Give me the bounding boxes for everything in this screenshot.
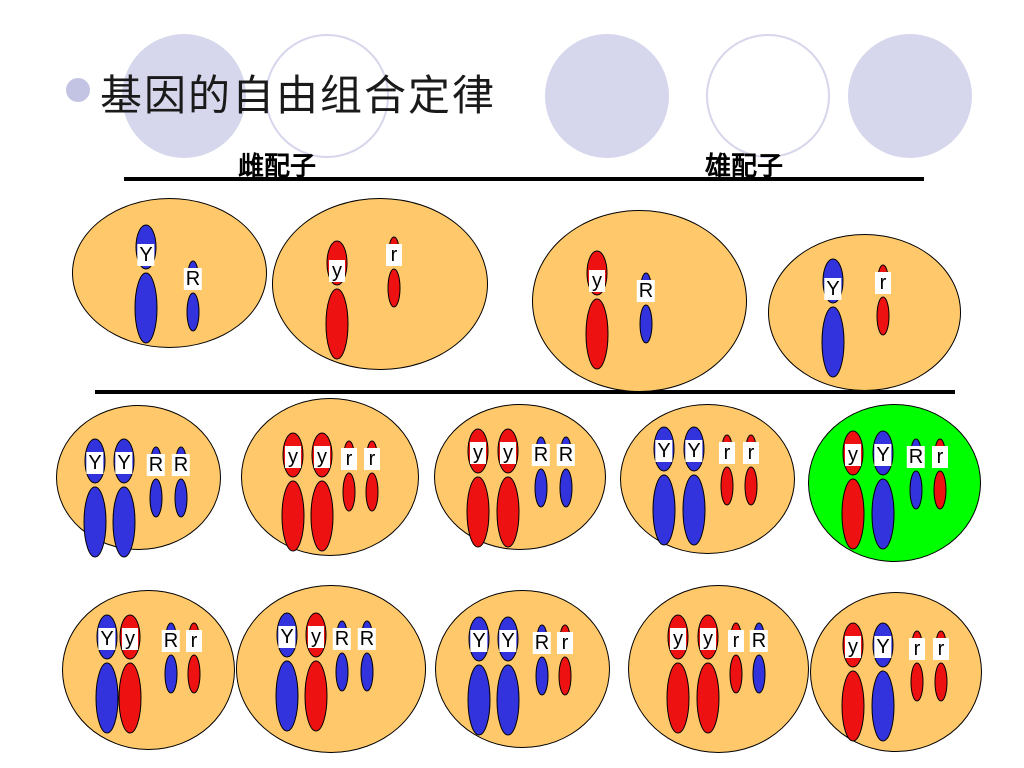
allele-label: Y xyxy=(874,444,892,466)
allele-label: Y xyxy=(685,440,703,462)
decor-circle-1 xyxy=(122,34,246,158)
allele-label: R xyxy=(332,628,352,650)
zygote-cell xyxy=(810,592,982,752)
allele-label: R xyxy=(636,280,656,302)
allele-label: Y xyxy=(470,630,488,652)
zygote-cell xyxy=(620,404,795,554)
allele-label: y xyxy=(589,270,605,292)
decor-circle-4 xyxy=(706,34,830,158)
chromosome-dominant-Y xyxy=(821,258,845,378)
allele-label: y xyxy=(329,260,345,282)
allele-label: y xyxy=(500,442,516,464)
allele-label: y xyxy=(470,442,486,464)
allele-label: R xyxy=(906,446,926,468)
allele-label: r xyxy=(875,272,891,294)
zygote-cell xyxy=(56,405,221,550)
allele-label: Y xyxy=(115,452,133,474)
allele-label: y xyxy=(845,444,861,466)
allele-label: y xyxy=(670,628,686,650)
zygote-cell-highlighted xyxy=(808,404,981,562)
chromosome-recessive-y xyxy=(325,240,349,360)
allele-label: r xyxy=(186,630,202,652)
allele-label: r xyxy=(909,638,925,660)
gamete-cell xyxy=(768,234,961,391)
allele-label: r xyxy=(364,448,380,470)
allele-label: R xyxy=(357,628,377,650)
gamete-zygote-divider xyxy=(95,390,955,394)
decor-circle-5 xyxy=(848,34,972,158)
allele-label: R xyxy=(531,444,551,466)
allele-label: R xyxy=(749,630,769,652)
allele-label: y xyxy=(700,628,716,650)
zygote-cell xyxy=(628,585,809,753)
allele-label: Y xyxy=(874,636,892,658)
allele-label: Y xyxy=(137,244,155,266)
allele-label: r xyxy=(743,442,759,464)
zygote-cell xyxy=(435,590,610,748)
allele-label: Y xyxy=(824,278,842,300)
allele-label: y xyxy=(308,626,324,648)
chromosome-dominant-Y xyxy=(134,224,158,344)
allele-label: r xyxy=(719,442,735,464)
header-underline-rule xyxy=(124,177,924,181)
slide-title: 基因的自由组合定律 xyxy=(100,71,497,120)
allele-label: R xyxy=(556,444,576,466)
gamete-cell xyxy=(72,198,267,348)
allele-label: Y xyxy=(86,452,104,474)
zygote-cell xyxy=(434,404,606,550)
allele-label: y xyxy=(314,446,330,468)
allele-label: y xyxy=(122,628,138,650)
allele-label: R xyxy=(146,454,166,476)
allele-label: y xyxy=(285,446,301,468)
allele-label: Y xyxy=(98,628,116,650)
allele-label: r xyxy=(557,632,573,654)
allele-label: r xyxy=(932,446,948,468)
zygote-cell xyxy=(236,585,426,753)
chromosome-recessive-y xyxy=(585,250,609,370)
allele-label: R xyxy=(171,454,191,476)
gamete-cell xyxy=(272,198,488,370)
allele-label: r xyxy=(341,448,357,470)
allele-label: r xyxy=(933,638,949,660)
title-bullet-icon xyxy=(66,78,90,102)
allele-label: R xyxy=(161,630,181,652)
allele-label: y xyxy=(845,636,861,658)
decor-circle-3 xyxy=(545,34,669,158)
allele-label: Y xyxy=(655,440,673,462)
allele-label: r xyxy=(386,244,402,266)
decor-circle-2 xyxy=(265,34,389,158)
allele-label: Y xyxy=(278,626,296,648)
zygote-cell xyxy=(62,590,235,750)
allele-label: r xyxy=(728,630,744,652)
allele-label: Y xyxy=(499,630,517,652)
allele-label: R xyxy=(183,268,203,290)
allele-label: R xyxy=(532,632,552,654)
